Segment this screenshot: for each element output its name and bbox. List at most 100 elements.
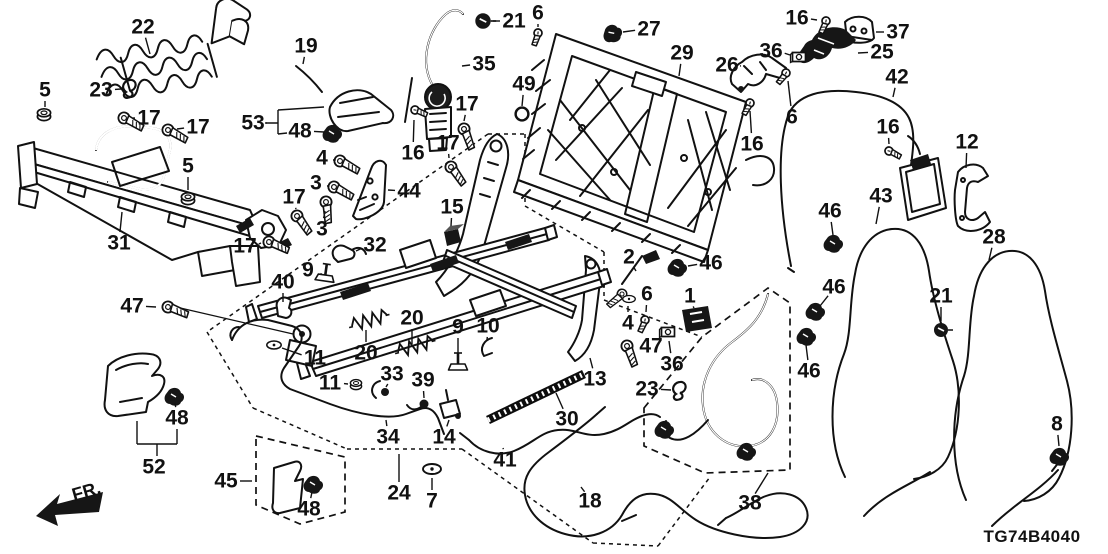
seat-rail-assembly-shape [371,380,381,399]
callout-53: 53 [241,112,264,135]
cable-motor-35-shape [429,112,447,131]
bracket-26-shape [743,61,767,75]
seat-cushion-frame-31-shape [261,222,275,236]
cable-41-shape [459,432,470,441]
seat-rail-assembly-shape [275,296,293,319]
callout-16: 16 [740,133,763,156]
callout-35: 35 [472,53,496,76]
trim-outline-28 [953,249,1073,527]
rod-2-flag [642,250,660,264]
part-screw [882,145,904,161]
part-nut [349,378,363,391]
callout-31: 31 [107,232,131,255]
seat-cushion-frame-31 [17,124,292,287]
seatback-panel-29-shape [745,155,776,187]
seatback-panel-29-shape [610,168,618,176]
seat-rail-assembly-shape [445,389,449,401]
callout-16: 16 [401,142,424,165]
callout-46: 46 [818,200,841,223]
callout-37: 37 [886,21,909,44]
leader-line-28 [988,247,993,261]
cable-42-shape [779,89,915,267]
hinge-25-shape [797,27,856,64]
actuator-unit-shape [907,135,921,155]
mud-flap-52-shape [136,421,178,456]
callout-32: 32 [363,234,386,257]
leader-line-49 [521,94,524,107]
trim-outline-28-shape [991,469,1059,527]
part-clip [795,327,817,347]
leader-line-25 [857,51,869,54]
callout-47: 47 [639,335,662,358]
seat-cushion-frame-31-shape [229,245,261,287]
hinge-25-shape [813,37,835,55]
callout-48: 48 [165,407,189,430]
callout-21: 21 [929,285,953,308]
cable-motor-35-shape [425,9,464,87]
seatback-panel-29-shape [521,189,681,254]
leader-line-19 [302,56,306,65]
bracket-26-shape [729,53,787,93]
bracket-12-shape [960,177,966,183]
dashed-box-45 [255,434,346,525]
seat-cushion-frame-31-shape [197,245,236,277]
callout-40: 40 [271,271,294,294]
part-screw [636,314,651,335]
leader-line-30 [555,392,564,410]
leader-line-48 [313,130,325,133]
cover-53-shape [337,96,380,118]
callout-24: 24 [387,482,411,505]
part-clip [163,387,185,407]
cable-motor-35-shape [424,106,452,140]
leader-line-16 [412,119,415,143]
callout-36: 36 [759,40,782,63]
leader-line-46 [687,263,698,267]
seatback-panel-29-shape [704,188,712,196]
callout-44: 44 [397,180,421,203]
callout-34: 34 [376,426,400,449]
callout-18: 18 [578,490,602,513]
part-nut [36,107,52,122]
part-clip [599,21,626,47]
seat-rail-assembly [229,133,612,435]
callout-19: 19 [294,35,317,58]
callout-8: 8 [1051,413,1063,436]
seat-rail-assembly-shape [381,388,389,396]
callout-10: 10 [476,315,499,338]
part-bolt [440,158,472,188]
callout-4: 4 [622,312,634,335]
callout-6: 6 [532,2,544,25]
leader-line-6 [787,80,792,107]
callout-52: 52 [142,456,165,479]
cable-motor-35-shape [425,9,464,87]
bracket-45 [271,460,304,515]
spring-mat-22-shape [100,51,209,81]
part-screw [531,27,544,48]
rod-2 [621,255,643,285]
hinge-plate-44-shape [366,177,374,185]
leader-line-1 [692,306,695,309]
bracket-12-shape [959,215,965,221]
leader-line-43 [875,206,880,225]
callout-41: 41 [493,449,517,472]
callout-4: 4 [316,147,328,170]
latch-1 [682,306,712,332]
seat-rail-assembly-shape [419,399,429,409]
cable-18-shape [596,406,727,526]
callout-46: 46 [822,276,845,299]
cable-motor-35-shape [404,77,413,123]
leader-line-3 [322,210,326,219]
leader-line-46 [819,295,829,307]
cable-42-shape [787,267,795,273]
cover-53-shape [266,106,325,135]
fr-direction-arrow [36,492,103,526]
artwork-layer [17,0,1073,547]
seat-rail-assembly-shape [435,133,510,297]
part-grommet [933,322,954,338]
cable-motor-35-shape [428,137,448,152]
callout-13: 13 [583,368,606,391]
spring-mat-22-shape [119,42,218,92]
mud-flap-52 [103,352,178,456]
